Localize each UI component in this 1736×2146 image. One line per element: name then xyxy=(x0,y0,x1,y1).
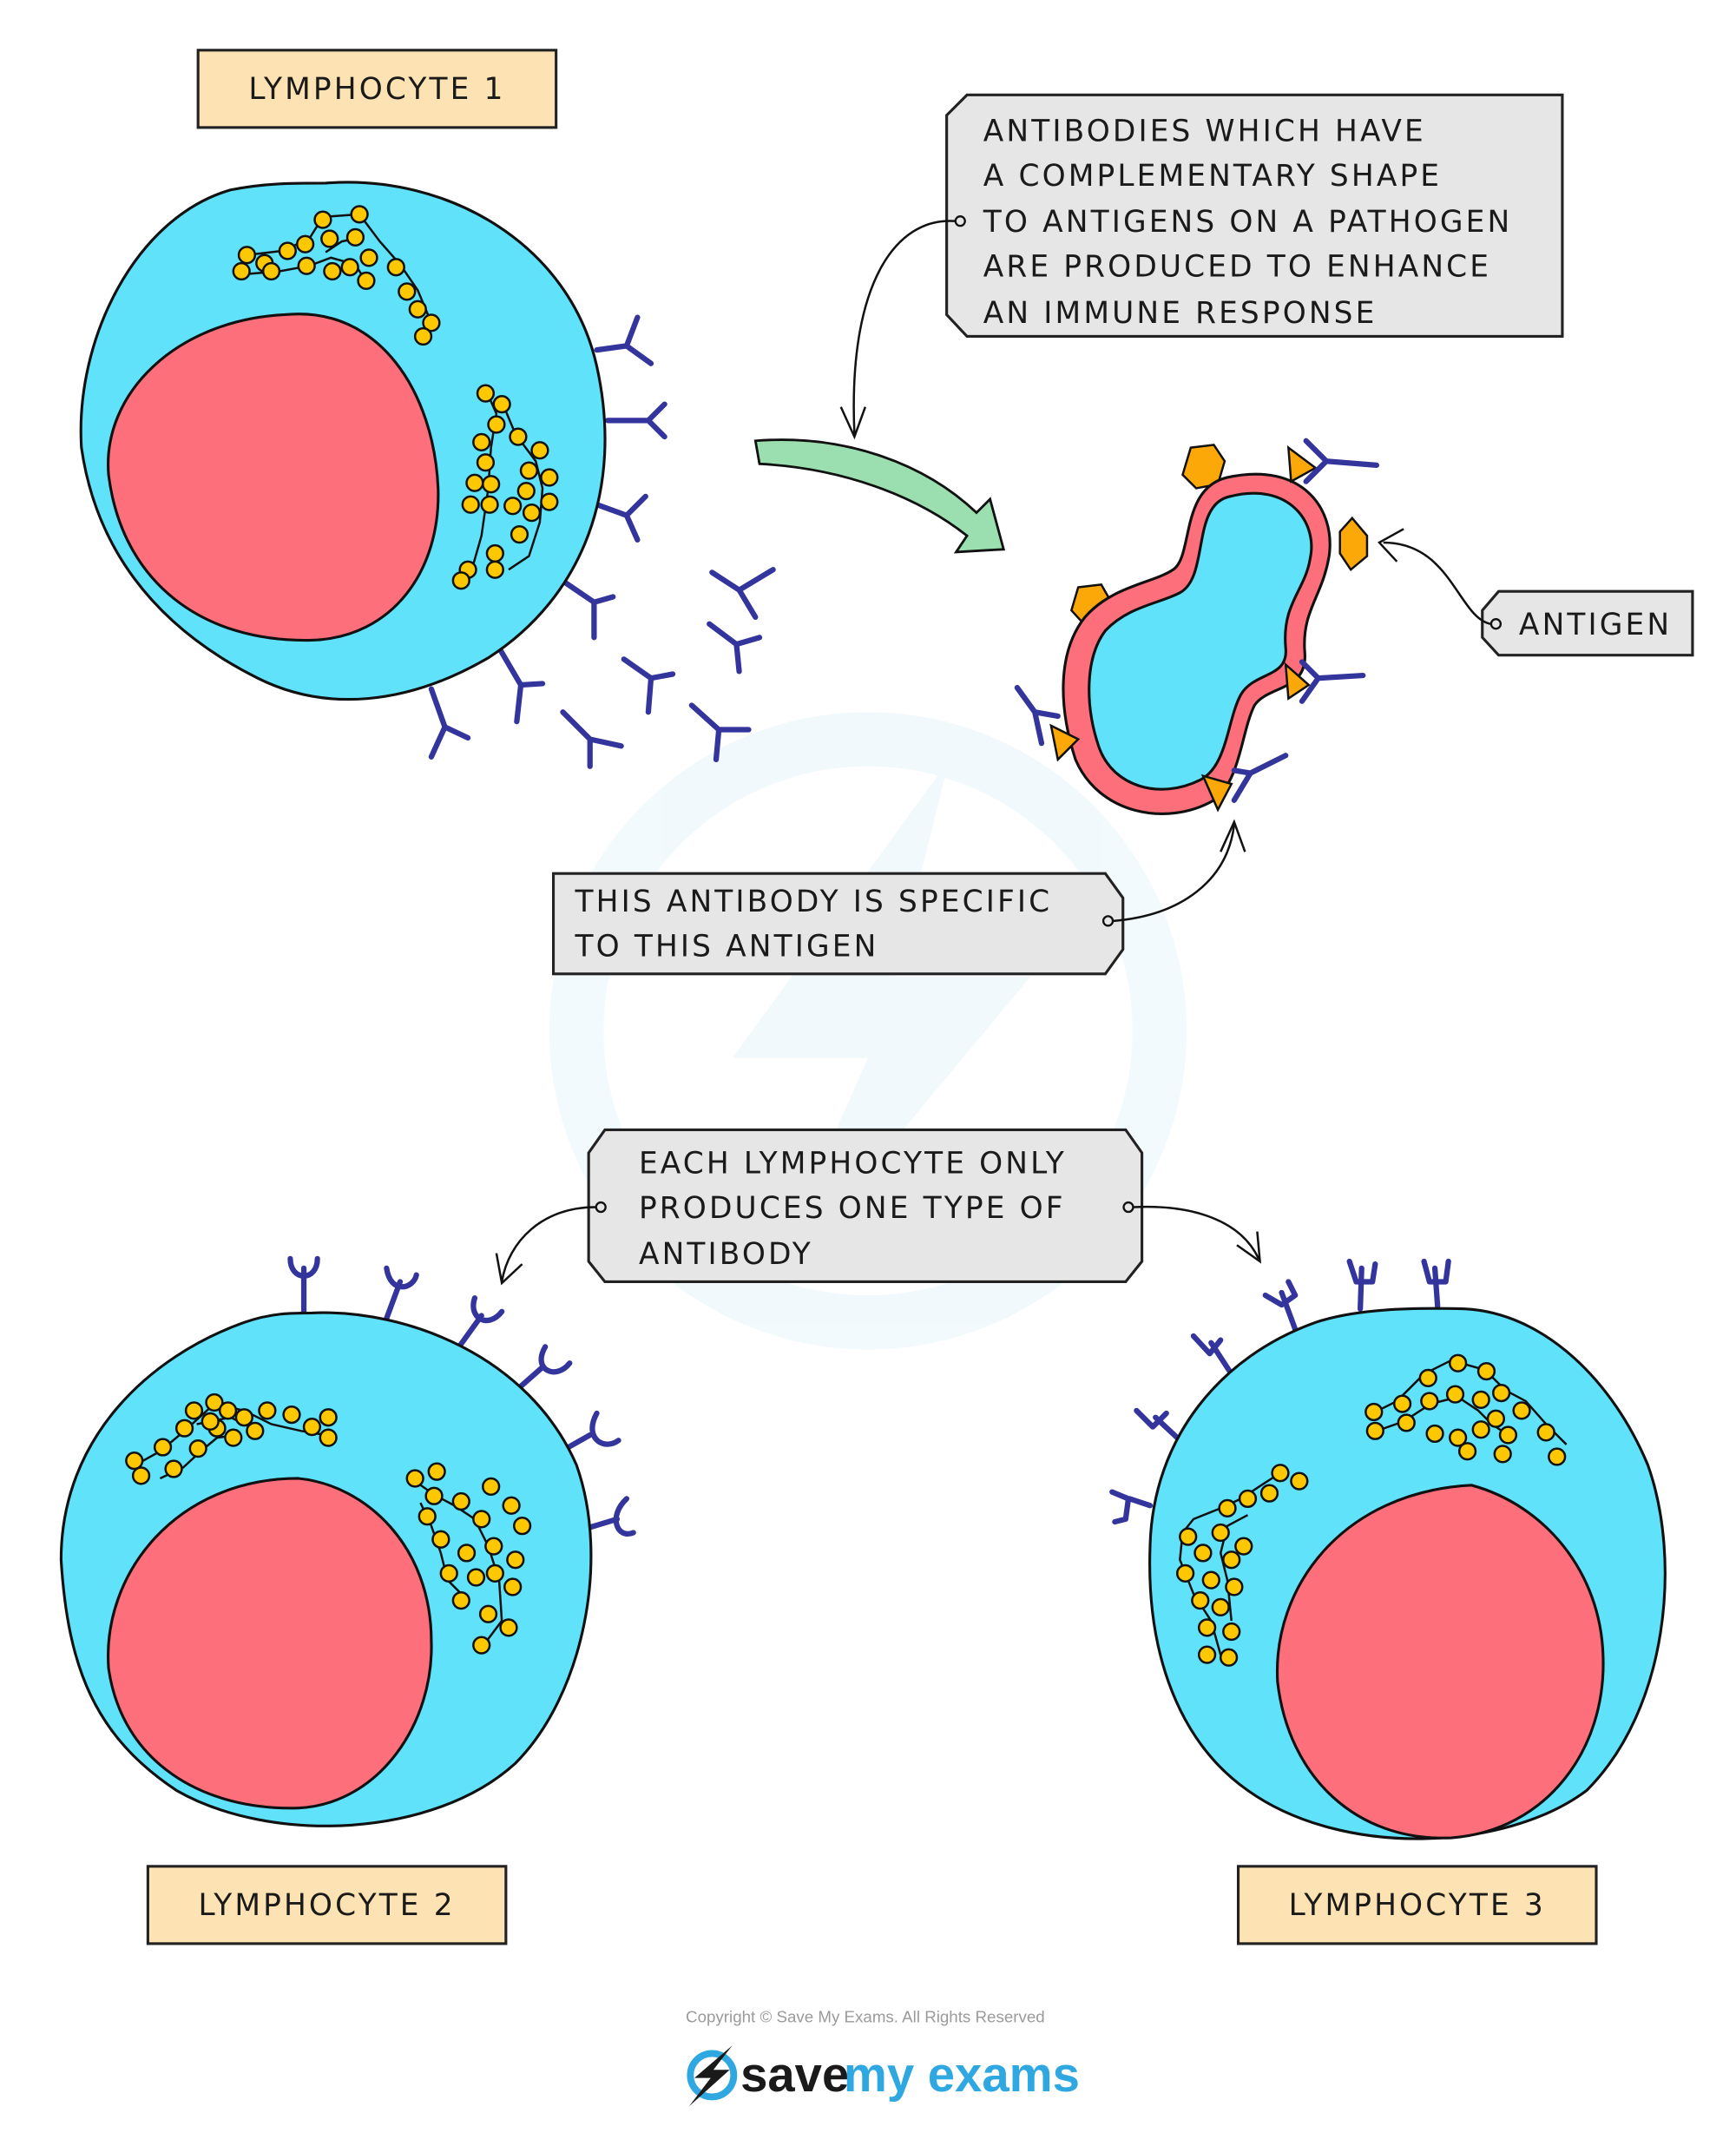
antibody-icon xyxy=(428,686,471,760)
antibody-icon xyxy=(1014,685,1061,747)
lymphocyte-3-ribosomes-side xyxy=(1175,1464,1309,1667)
lymphocyte-1-ribosomes-top xyxy=(232,205,441,346)
bound-antibodies xyxy=(1014,438,1380,803)
pathogen-cytoplasm xyxy=(1088,491,1313,791)
antigen-hexagon-icon xyxy=(1338,516,1369,572)
curved-arrow-icon xyxy=(753,438,1006,554)
lymphocyte-1-nucleus xyxy=(107,313,440,642)
lymphocyte-3-ribosomes-top xyxy=(1364,1353,1568,1466)
antibody-icon xyxy=(287,1255,320,1316)
antibody-icon xyxy=(709,567,776,621)
antibody-icon xyxy=(621,656,676,715)
callout-each-line-1: EACH LYMPHOCYTE ONLY xyxy=(639,1146,1067,1181)
antigen-triangle-icon xyxy=(1286,444,1318,484)
antigen-triangle-icon xyxy=(1049,723,1081,762)
watermark-logo xyxy=(549,712,1187,1350)
callout-antibodies-line-1: ANTIBODIES WHICH HAVE xyxy=(983,114,1426,148)
callout-each-line-3: ANTIBODY xyxy=(639,1237,813,1272)
antibody-icon xyxy=(594,314,654,366)
antibody-icon xyxy=(604,401,667,440)
lymphocyte-3-cell xyxy=(1109,1258,1667,1840)
lymphocyte-3-antibodies xyxy=(1109,1258,1451,1525)
antibody-icon xyxy=(495,642,546,725)
lymphocyte-2-label: LYMPHOCYTE 2 xyxy=(146,1865,508,1945)
callout-antibodies-line-3: TO ANTIGENS ON A PATHOGEN xyxy=(983,205,1513,240)
callout-antibodies-line-4: ARE PRODUCED TO ENHANCE xyxy=(983,250,1491,285)
lymphocyte-2-nucleus xyxy=(107,1477,433,1810)
antibody-icon xyxy=(1421,1258,1451,1309)
bound-antigens xyxy=(1049,444,1318,813)
lymphocyte-3-nucleus xyxy=(1275,1484,1605,1840)
lymphocyte-3-label: LYMPHOCYTE 3 xyxy=(1236,1865,1598,1945)
brand-logo: save my exams xyxy=(687,2045,1080,2107)
lymphocyte-3-label-text: LYMPHOCYTE 3 xyxy=(1289,1888,1546,1923)
antibody-icon xyxy=(688,702,752,763)
callout-specific-line-2: TO THIS ANTIGEN xyxy=(575,929,879,964)
lymphocyte-1-label: LYMPHOCYTE 1 xyxy=(196,49,558,129)
lymphocyte-1-antibodies xyxy=(428,314,667,760)
antibody-icon xyxy=(454,1295,505,1353)
antibody-icon xyxy=(1134,1407,1180,1441)
antibody-icon xyxy=(707,621,763,675)
antigen-label: ANTIGEN xyxy=(1378,528,1694,657)
antigen-triangle-icon xyxy=(1200,773,1233,813)
callout-specific: THIS ANTIBODY IS SPECIFIC TO THIS ANTIGE… xyxy=(551,819,1246,976)
free-antibodies xyxy=(560,567,776,769)
callout-antibodies-line-2: A COMPLEMENTARY SHAPE xyxy=(983,159,1442,194)
copyright-text: Copyright © Save My Exams. All Rights Re… xyxy=(686,2008,1045,2026)
callout-specific-line-1: THIS ANTIBODY IS SPECIFIC xyxy=(575,885,1053,919)
lymphocyte-2-ribosomes-side xyxy=(405,1462,532,1655)
brand-save: save xyxy=(740,2047,849,2102)
antibody-icon xyxy=(384,1265,419,1321)
antigens xyxy=(1069,444,1369,627)
pathogen xyxy=(1014,438,1380,815)
antibody-icon xyxy=(560,709,624,769)
lymphocyte-1-label-text: LYMPHOCYTE 1 xyxy=(248,72,505,107)
antibody-icon xyxy=(1299,659,1366,704)
callout-antibodies: ANTIBODIES WHICH HAVE A COMPLEMENTARY SH… xyxy=(839,93,1564,440)
antibody-icon xyxy=(1190,1333,1234,1377)
antibody-icon xyxy=(1231,753,1289,803)
antibody-icon xyxy=(557,576,616,641)
callout-antibodies-line-5: AN IMMUNE RESPONSE xyxy=(983,296,1378,331)
lymphocyte-1-cell xyxy=(79,181,667,760)
antibody-icon xyxy=(1346,1258,1378,1312)
antibody-icon xyxy=(1262,1279,1299,1333)
antibody-icon xyxy=(1303,438,1380,484)
antigen-triangle-icon xyxy=(1284,662,1311,701)
antibody-icon xyxy=(594,493,648,543)
lymphocyte-2-label-text: LYMPHOCYTE 2 xyxy=(199,1888,456,1923)
lymphocyte-2-cell xyxy=(59,1255,636,1827)
brand-my-exams: my exams xyxy=(844,2047,1080,2102)
lymphocyte-2-ribosomes-top xyxy=(125,1392,338,1485)
lightning-bolt-logo-icon xyxy=(687,2045,738,2107)
callout-each-lymphocyte: EACH LYMPHOCYTE ONLY PRODUCES ONE TYPE O… xyxy=(495,1128,1262,1286)
antigen-label-text: ANTIGEN xyxy=(1519,608,1672,642)
callout-each-line-2: PRODUCES ONE TYPE OF xyxy=(639,1191,1066,1226)
antibody-icon xyxy=(1109,1489,1154,1525)
lymphocyte-1-ribosomes-side xyxy=(451,384,559,590)
